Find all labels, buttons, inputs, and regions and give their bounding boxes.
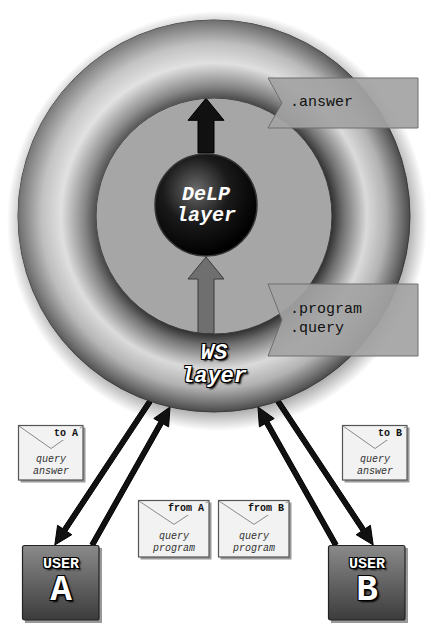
delp-layer-sphere: DeLP layer (154, 153, 258, 257)
user-letter: A (50, 573, 72, 609)
envelope-body (139, 501, 210, 558)
message-envelope: to B query answer (342, 425, 408, 481)
user-terminal: USERA (22, 545, 100, 621)
flow-arrow (188, 257, 224, 334)
envelope-flap (343, 426, 407, 449)
envelope-body (219, 501, 290, 558)
field-name: .query (290, 320, 344, 339)
recipient-label: to B (376, 428, 404, 440)
recipient-label: from B (246, 503, 286, 515)
message-envelope: from B query program (218, 500, 290, 558)
field-tab: .program.query (268, 284, 418, 356)
envelope-flap (219, 501, 289, 524)
ring-shadow (7, 11, 426, 431)
envelope-flap (19, 426, 83, 449)
layer-title: WS layer (181, 342, 247, 388)
terminal-body (329, 546, 406, 621)
field-name: .program (290, 301, 362, 320)
message-content: query program (233, 531, 275, 554)
user-label: USER (349, 557, 385, 574)
tab-body (268, 78, 418, 128)
message-envelope: from A query program (138, 500, 210, 558)
tab-body (268, 284, 418, 356)
sphere-body (155, 154, 257, 256)
terminal-body (23, 546, 100, 621)
field-name: .answer (290, 94, 353, 113)
envelope-flap (139, 501, 209, 524)
user-letter: B (356, 573, 378, 609)
flow-arrow (188, 98, 224, 153)
message-content: query answer (357, 454, 393, 477)
field-tab: .answer (268, 78, 418, 128)
user-label: USER (43, 557, 79, 574)
layer-title: DeLP layer (176, 184, 236, 226)
message-content: query program (153, 531, 195, 554)
message-content: query answer (33, 454, 69, 477)
user-terminal: USERB (328, 545, 406, 621)
recipient-label: to A (52, 428, 80, 440)
recipient-label: from A (166, 503, 206, 515)
envelope-body (343, 426, 408, 481)
envelope-body (19, 426, 84, 481)
message-envelope: to A query answer (18, 425, 84, 481)
ring-label-holder: WS layer (18, 342, 410, 388)
